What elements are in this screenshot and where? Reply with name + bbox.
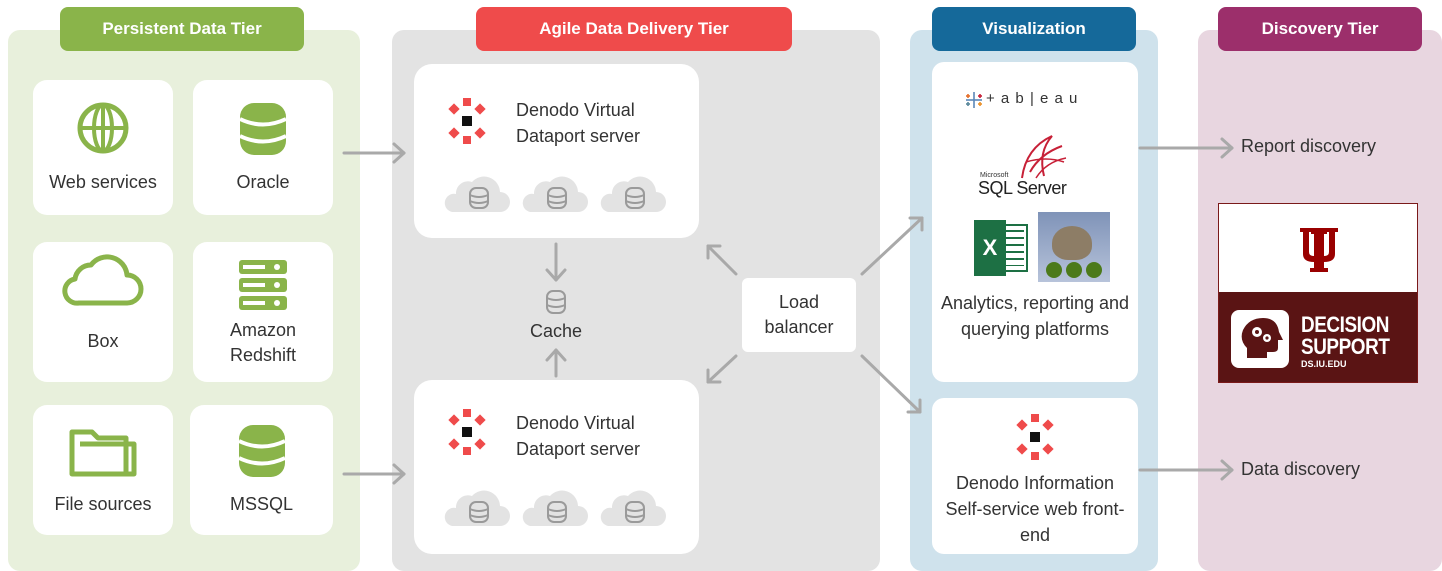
decision-support-title: DECISION <box>1301 312 1390 337</box>
decision-support-url: DS.IU.EDU <box>1301 359 1347 369</box>
tableau-wordmark: + a b | e a u <box>986 90 1079 107</box>
excel-letter: X <box>982 235 998 260</box>
dataport-server-top-label: Denodo Virtual Dataport server <box>516 100 641 146</box>
head-gears-icon <box>1231 310 1289 368</box>
database-icon <box>237 425 286 477</box>
folder-icon <box>69 429 137 477</box>
sql-server-logo-icon <box>1021 135 1067 179</box>
load-balancer-label: Load balancer <box>764 292 834 337</box>
source-label-mssql: MSSQL <box>229 494 294 514</box>
persistent-tier-title: Persistent Data Tier <box>60 7 304 51</box>
database-icon <box>239 103 287 155</box>
dataport-server-bottom: Denodo Virtual Dataport server <box>414 380 699 554</box>
sql-server-wordmark: SQL Server <box>978 178 1067 198</box>
discovery-tier-title: Discovery Tier <box>1218 7 1422 51</box>
cloud-database-icons <box>444 490 666 526</box>
denodo-info-label: Denodo Information Self-service web fron… <box>945 473 1125 545</box>
excel-logo-icon: X <box>972 220 1028 276</box>
denodo-logo-icon <box>448 98 486 144</box>
report-discovery-label: Report discovery <box>1241 136 1377 156</box>
denodo-logo-icon <box>1016 414 1054 460</box>
cache-database-icon <box>546 290 566 314</box>
source-label-box: Box <box>87 331 119 351</box>
cloud-icon <box>62 254 144 306</box>
source-card-box: Box <box>33 242 173 382</box>
source-card-web-services: Web services <box>33 80 173 215</box>
dataport-server-top: Denodo Virtual Dataport server <box>414 64 699 238</box>
source-label-oracle: Oracle <box>236 172 290 192</box>
source-card-mssql: MSSQL <box>190 405 333 535</box>
denodo-logo-icon <box>448 409 486 455</box>
source-label-web-services: Web services <box>49 172 157 192</box>
visualization-platforms-card: + a b | e a u Microsoft SQL Server X Ana… <box>932 62 1138 382</box>
load-balancer-box: Load balancer <box>742 278 856 352</box>
cloud-database-icons <box>444 176 666 212</box>
source-card-file-sources: File sources <box>33 405 173 535</box>
tableau-logo-icon <box>966 92 982 108</box>
source-card-amazon-redshift: Amazon Redshift <box>193 242 333 382</box>
iu-decision-support-logo: DECISION SUPPORT DS.IU.EDU <box>1218 203 1418 383</box>
server-rack-icon <box>239 260 287 310</box>
iu-trident-icon <box>1300 228 1338 272</box>
cache-label: Cache <box>529 321 583 341</box>
visualization-tier-title: Visualization <box>932 7 1136 51</box>
denodo-info-card: Denodo Information Self-service web fron… <box>932 398 1138 554</box>
decision-support-title-2: SUPPORT <box>1301 334 1390 359</box>
agile-tier-title: Agile Data Delivery Tier <box>476 7 792 51</box>
globe-icon <box>77 102 129 154</box>
squirrel-sql-logo-icon <box>1038 212 1110 282</box>
source-card-oracle: Oracle <box>193 80 333 215</box>
sql-server-microsoft-text: Microsoft <box>980 172 1009 179</box>
data-discovery-label: Data discovery <box>1241 459 1361 479</box>
analytics-platforms-label: Analytics, reporting and querying platfo… <box>940 293 1130 339</box>
dataport-server-bottom-label: Denodo Virtual Dataport server <box>516 413 641 459</box>
source-label-file-sources: File sources <box>54 494 152 514</box>
source-label-amazon-redshift: Amazon Redshift <box>229 320 297 365</box>
